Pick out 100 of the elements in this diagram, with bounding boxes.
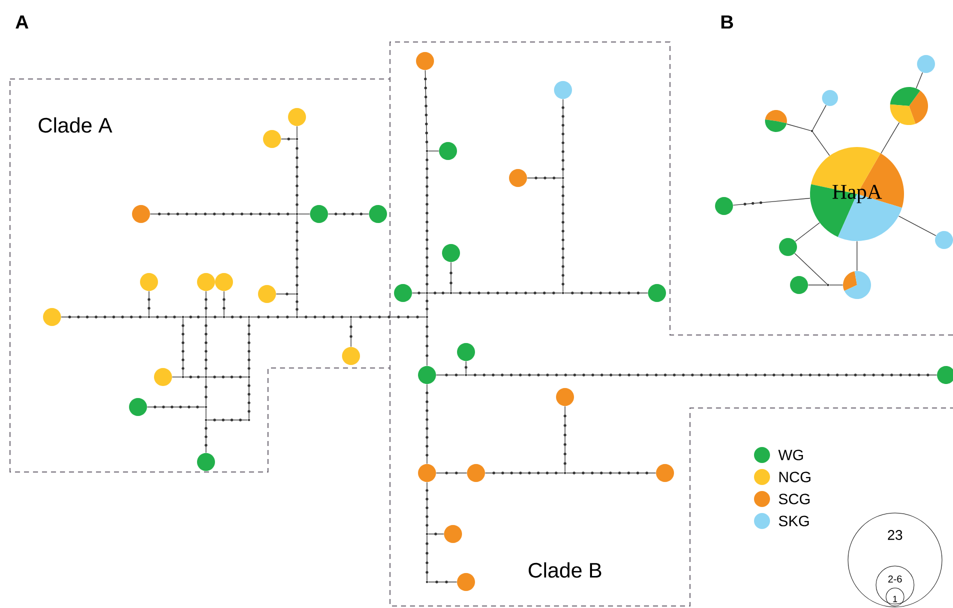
network-line: [426, 384, 428, 464]
haplotype-circle: [288, 108, 306, 126]
network-line: [812, 104, 826, 130]
haplotype-pie: [765, 110, 787, 132]
legend-label: SCG: [778, 494, 810, 504]
haplotype-circle: [648, 284, 666, 302]
network-line: [296, 126, 298, 138]
haplotype-circle: [310, 205, 328, 223]
haplotype-circle: [132, 205, 150, 223]
network-line: [880, 122, 900, 154]
haplotype-circle: [418, 464, 436, 482]
haplotype-circle: [154, 368, 172, 386]
network-line: [436, 374, 466, 376]
network-line: [856, 240, 858, 272]
haplotype-circle: [416, 52, 434, 70]
network-line: [204, 378, 208, 406]
network-line: [428, 292, 450, 294]
network-line: [562, 98, 564, 178]
network-line: [206, 418, 248, 422]
legend-label: NCG: [779, 472, 810, 482]
haplotype-circle: [509, 169, 527, 187]
panel-label: A: [16, 15, 28, 29]
haplotype-circle: [444, 525, 462, 543]
network-line: [464, 360, 468, 374]
network-line: [428, 532, 444, 536]
haplotype-circle: [140, 273, 158, 291]
haplotype-circle: [457, 343, 475, 361]
haplotype-circle: [258, 285, 276, 303]
haplotype-circle: [394, 284, 412, 302]
haplotype-circle: [556, 388, 574, 406]
network-line: [426, 152, 428, 292]
network-line: [916, 72, 923, 89]
haplotype-circle: [263, 130, 281, 148]
haplotype-circle: [442, 244, 460, 262]
network-line: [794, 222, 820, 242]
network-line: [426, 534, 428, 582]
network-line: [452, 292, 562, 294]
haplotype-circle: [554, 81, 572, 99]
haplotype-circle: [129, 398, 147, 416]
haplotype-circle: [656, 464, 674, 482]
network-line: [150, 316, 182, 318]
network-line: [450, 262, 452, 292]
haplotype-circle: [369, 205, 387, 223]
network-line: [898, 216, 936, 236]
legend-label: WG: [778, 450, 803, 460]
haplotype-circle: [43, 308, 61, 326]
network-line: [566, 472, 656, 474]
network-line: [426, 482, 428, 534]
legend-label: SKG: [778, 516, 809, 526]
network-line: [428, 580, 458, 584]
network-line: [204, 318, 208, 376]
haplotype-circle: [467, 464, 485, 482]
network-line: [184, 316, 206, 318]
network-line: [794, 253, 828, 284]
network-line: [328, 212, 370, 216]
haplotype-circle: [197, 453, 215, 471]
network-line: [484, 472, 564, 474]
haplotype-circle: [342, 347, 360, 365]
network-line: [248, 378, 250, 420]
network-line: [828, 284, 844, 286]
haplotype-circle: [418, 366, 436, 384]
network-line: [204, 420, 208, 454]
network-line: [182, 318, 184, 376]
network-line: [296, 140, 298, 214]
haplotype-circle: [457, 573, 475, 591]
network-line: [206, 376, 248, 378]
network-line: [526, 176, 562, 180]
network-line: [204, 290, 208, 316]
network-line: [424, 70, 428, 150]
haplotype-circle: [197, 273, 215, 291]
network-line: [184, 376, 206, 378]
network-line: [426, 294, 428, 316]
network-line: [250, 316, 296, 318]
network-line: [808, 284, 828, 286]
network-line: [732, 198, 810, 206]
network-line: [352, 316, 426, 318]
haplotype-pie: [843, 271, 871, 299]
network-line: [298, 316, 350, 318]
panel-label: B: [721, 15, 733, 29]
network-line: [466, 374, 938, 376]
network-line: [276, 292, 296, 296]
clade-region: Clade A: [10, 78, 390, 472]
network-line: [280, 138, 296, 140]
network-line: [148, 290, 150, 316]
network-line: [222, 290, 226, 316]
network-line: [786, 124, 812, 131]
network-line: [412, 292, 426, 294]
network-line: [206, 316, 224, 318]
network-line: [812, 132, 830, 156]
network-line: [436, 472, 468, 474]
network-line: [564, 292, 648, 294]
network-line: [172, 376, 182, 378]
network-line: [248, 318, 250, 376]
network-line: [60, 316, 148, 318]
network-line: [296, 294, 298, 316]
network-line: [350, 318, 352, 348]
network-line: [426, 318, 428, 366]
network-line: [428, 150, 440, 152]
network-line: [224, 316, 248, 318]
network-line: [146, 406, 206, 408]
